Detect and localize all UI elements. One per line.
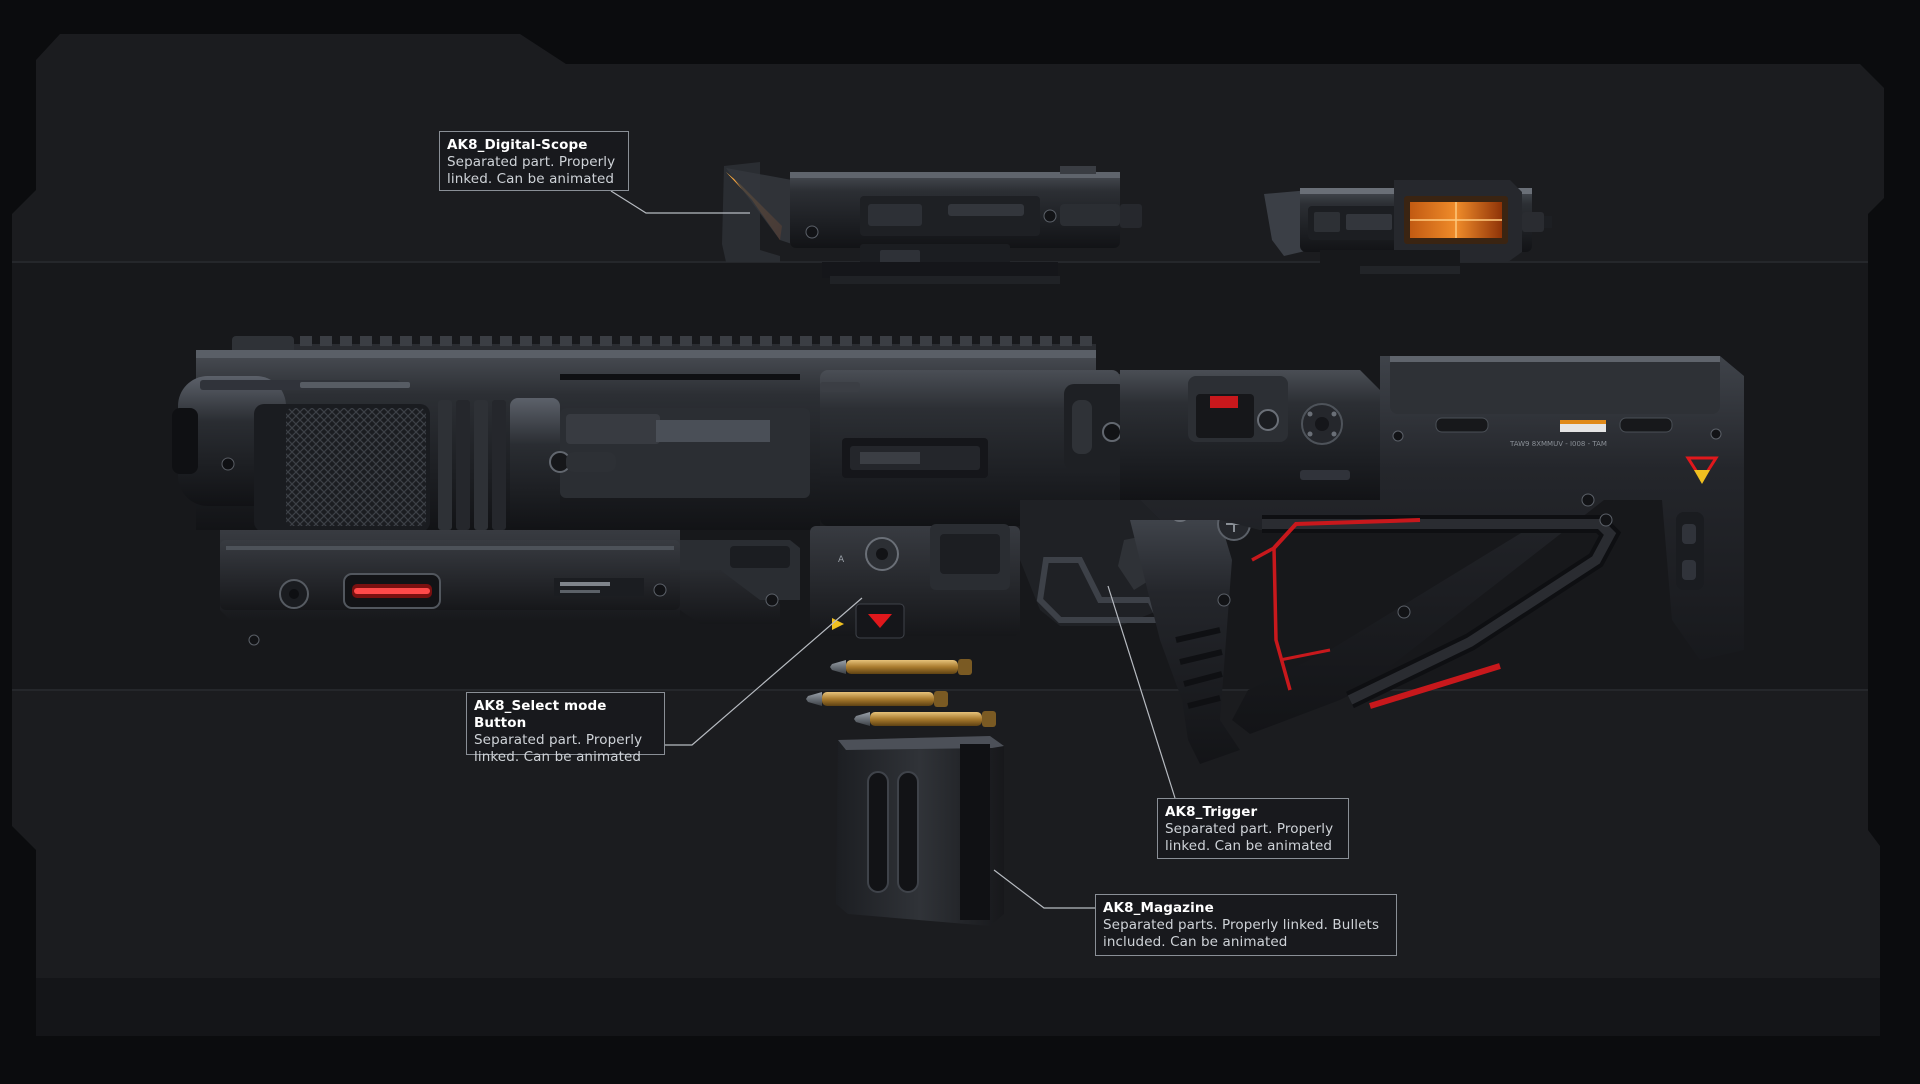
rail-tooth bbox=[320, 336, 332, 346]
bullets bbox=[806, 659, 996, 727]
callout-description: Separated part. Properly linked. Can be … bbox=[1165, 821, 1334, 854]
rail-tooth bbox=[840, 336, 852, 346]
rail-tooth bbox=[880, 336, 892, 346]
digital-scope-rear-view bbox=[1264, 180, 1552, 274]
rail-tooth bbox=[920, 336, 932, 346]
rail-tooth bbox=[640, 336, 652, 346]
rail-tooth bbox=[560, 336, 572, 346]
rail-tooth bbox=[760, 336, 772, 346]
bullet-1 bbox=[830, 659, 972, 675]
top-rail-teeth bbox=[300, 336, 1092, 346]
grip-ribs bbox=[1175, 627, 1223, 709]
rail-tooth bbox=[720, 336, 732, 346]
callout-magazine: AK8_Magazine Separated parts. Properly l… bbox=[1095, 894, 1397, 956]
rail-tooth bbox=[540, 336, 552, 346]
callout-title: AK8_Select mode Button bbox=[474, 698, 607, 731]
callout-leader-lines bbox=[610, 190, 1176, 909]
rail-tooth bbox=[620, 336, 632, 346]
rifle-body: A TAW9 8XMMUV - I008 - TAM bbox=[172, 336, 1744, 764]
rail-tooth bbox=[340, 336, 352, 346]
rail-tooth bbox=[400, 336, 412, 346]
rail-tooth bbox=[580, 336, 592, 346]
callout-title: AK8_Trigger bbox=[1165, 804, 1258, 820]
rail-tooth bbox=[1040, 336, 1052, 346]
digital-scope-side-view bbox=[722, 162, 1142, 284]
rail-tooth bbox=[1080, 336, 1092, 346]
rail-tooth bbox=[800, 336, 812, 346]
rail-tooth bbox=[900, 336, 912, 346]
rail-tooth bbox=[520, 336, 532, 346]
callout-description: Separated part. Properly linked. Can be … bbox=[474, 732, 643, 765]
rail-tooth bbox=[960, 336, 972, 346]
rail-tooth bbox=[460, 336, 472, 346]
callout-digital-scope: AK8_Digital-Scope Separated part. Proper… bbox=[439, 131, 629, 191]
callout-title: AK8_Magazine bbox=[1103, 900, 1214, 916]
rail-tooth bbox=[600, 336, 612, 346]
rail-tooth bbox=[360, 336, 372, 346]
magazine bbox=[836, 736, 1004, 926]
callout-select-mode-button: AK8_Select mode Button Separated part. P… bbox=[466, 692, 665, 765]
rail-tooth bbox=[1000, 336, 1012, 346]
rail-tooth bbox=[1060, 336, 1072, 346]
rail-tooth bbox=[440, 336, 452, 346]
callout-title: AK8_Digital-Scope bbox=[447, 137, 588, 153]
rail-tooth bbox=[780, 336, 792, 346]
rail-tooth bbox=[380, 336, 392, 346]
rail-tooth bbox=[700, 336, 712, 346]
stock-serial-marking: TAW9 8XMMUV - I008 - TAM bbox=[1509, 440, 1607, 448]
callout-description: Separated parts. Properly linked. Bullet… bbox=[1103, 917, 1380, 950]
bullet-3 bbox=[854, 711, 996, 727]
rail-tooth bbox=[300, 336, 312, 346]
rail-tooth bbox=[660, 336, 672, 346]
bullet-2 bbox=[806, 691, 948, 707]
barrel-rings bbox=[438, 398, 560, 532]
rail-tooth bbox=[1020, 336, 1032, 346]
rail-tooth bbox=[820, 336, 832, 346]
rail-tooth bbox=[860, 336, 872, 346]
rail-tooth bbox=[740, 336, 752, 346]
svg-text:A: A bbox=[838, 555, 845, 565]
rail-tooth bbox=[480, 336, 492, 346]
rail-tooth bbox=[420, 336, 432, 346]
rail-tooth bbox=[680, 336, 692, 346]
callout-description: Separated part. Properly linked. Can be … bbox=[447, 154, 616, 187]
rail-tooth bbox=[500, 336, 512, 346]
rail-tooth bbox=[980, 336, 992, 346]
rail-tooth bbox=[940, 336, 952, 346]
callout-trigger: AK8_Trigger Separated part. Properly lin… bbox=[1157, 798, 1349, 859]
